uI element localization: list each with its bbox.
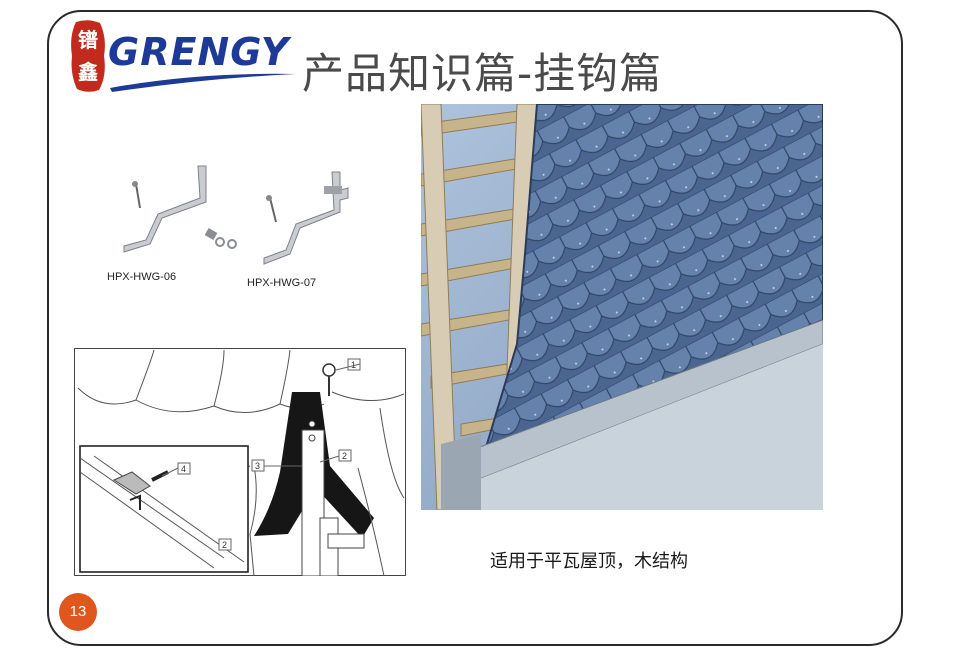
page-number-badge: 13 (59, 593, 97, 631)
installation-diagram: 1 2 3 4 2 (74, 348, 406, 577)
callout-3: 3 (255, 461, 260, 471)
callout-1: 1 (351, 360, 356, 370)
roof-hook-image (263, 171, 349, 265)
product-hook-06 (110, 160, 250, 260)
page-title: 产品知识篇-挂钩篇 (302, 49, 663, 98)
grengy-logo: 镨 鑫 GRENGY (68, 18, 298, 100)
callout-4: 4 (181, 464, 186, 474)
red-seal-icon (71, 20, 105, 92)
product-hook-07 (258, 168, 368, 268)
brand-swoosh-icon (110, 73, 296, 92)
seal-char-2: 鑫 (78, 60, 98, 84)
seal-char-1: 镨 (78, 28, 98, 52)
callout-2b: 2 (222, 540, 227, 550)
roof-photo (421, 104, 823, 510)
brand-name: GRENGY (108, 30, 290, 74)
product-label-07: HPX-HWG-07 (247, 277, 317, 289)
roof-hook-image (123, 165, 237, 253)
product-label-06: HPX-HWG-06 (107, 271, 177, 283)
callout-2: 2 (342, 451, 347, 461)
photo-caption: 适用于平瓦屋顶，木结构 (490, 551, 688, 572)
